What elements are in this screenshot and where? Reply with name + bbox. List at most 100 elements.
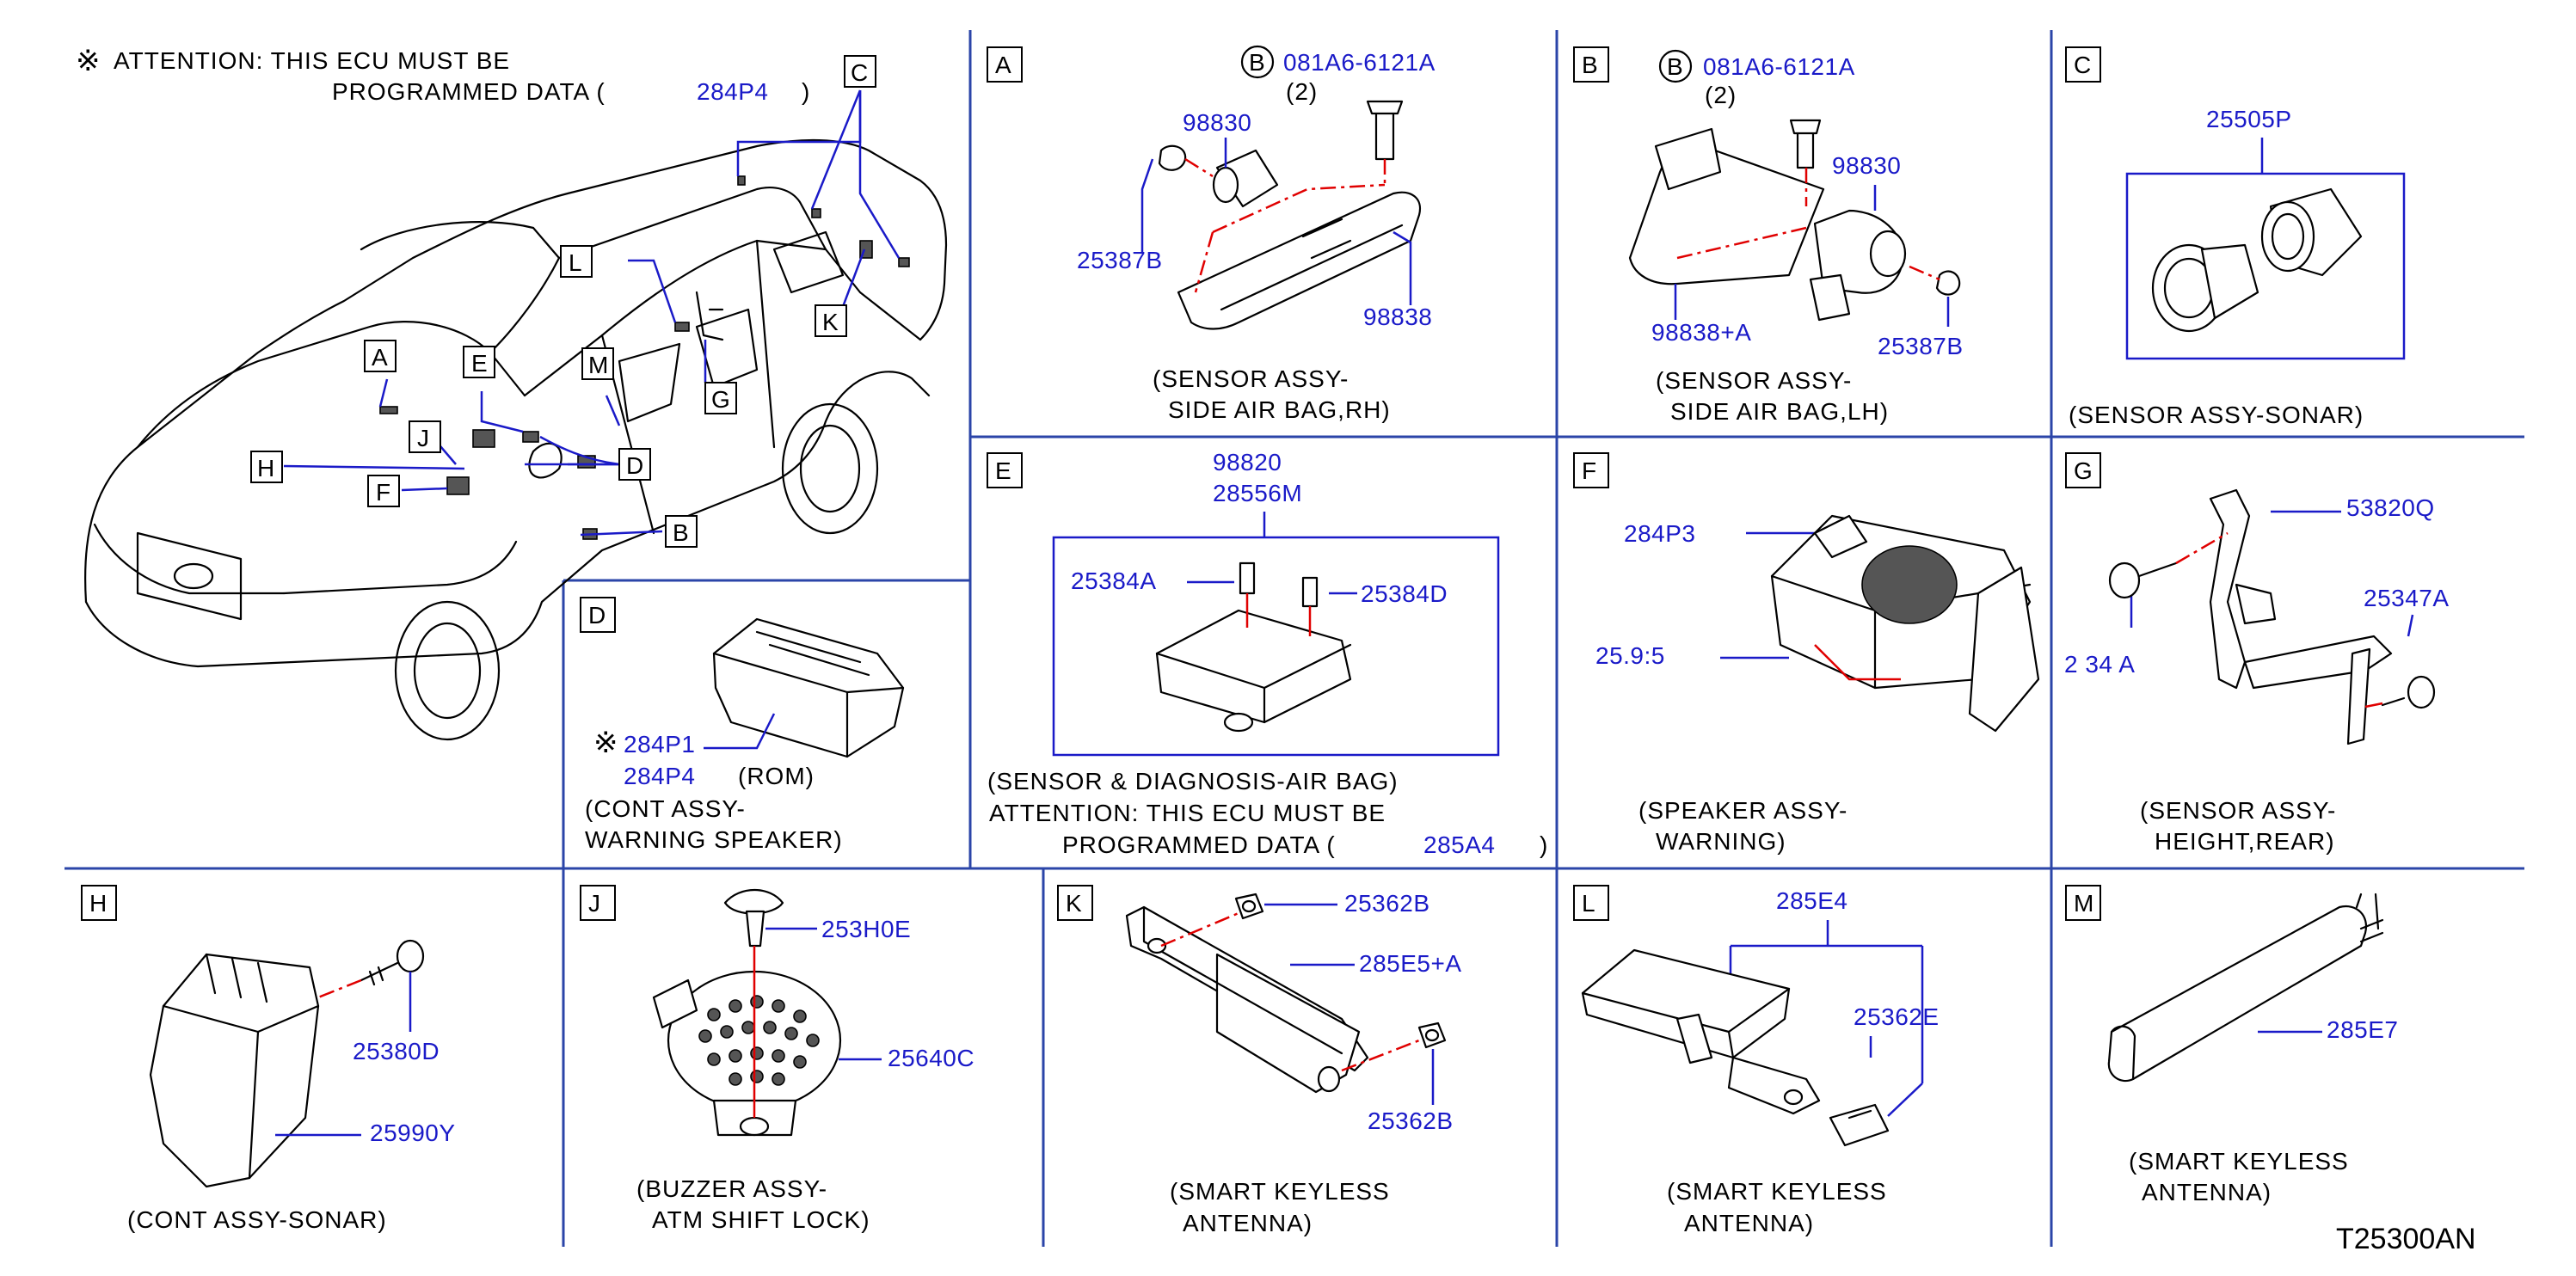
panel-b-caption-1: (SENSOR ASSY- (1656, 367, 1852, 394)
panel-l-letter: L (1582, 890, 1595, 917)
panel-h-p1: 25380D (353, 1038, 440, 1064)
panel-a: A B 081A6-6121A (2) 98830 25387B 98838 (… (987, 45, 1436, 423)
panel-e-p2: 28556M (1213, 480, 1302, 506)
callout-e: E (471, 350, 488, 377)
panel-e-p3: 25384A (1071, 567, 1157, 594)
panel-f-letter: F (1582, 457, 1596, 484)
panel-f-caption-2: WARNING) (1656, 828, 1786, 855)
panel-g: G 53820Q 25347A 2 34 A (SENSOR ASSY- HEI… (2064, 452, 2450, 855)
panel-d-caption-1: (CONT ASSY- (585, 795, 746, 822)
panel-j-caption-1: (BUZZER ASSY- (636, 1175, 827, 1202)
panel-h-caption: (CONT ASSY-SONAR) (127, 1206, 387, 1233)
callout-h: H (257, 455, 274, 482)
panel-b-bolt: 081A6-6121A (1703, 53, 1855, 80)
callout-m: M (588, 352, 608, 378)
panel-d: D ※ 284P1 284P4 (ROM) (CONT ASSY- WARNIN… (580, 597, 905, 853)
panel-h-p2: 25990Y (370, 1120, 456, 1146)
vehicle-illustration: A B C D E F G H J K L M (84, 55, 948, 741)
panel-j-caption-2: ATM SHIFT LOCK) (652, 1206, 870, 1233)
panel-l-caption-2: ANTENNA) (1684, 1210, 1814, 1236)
panel-b: B B 081A6-6121A (2) 98830 98838+A 25387B… (1573, 46, 1964, 425)
panel-d-caption-2: WARNING SPEAKER) (585, 826, 843, 853)
drawing-code: T25300AN (2336, 1223, 2476, 1255)
buzzer-holes (698, 995, 820, 1086)
attention-line-2: PROGRAMMED DATA ( (332, 78, 606, 105)
panel-a-letter: A (995, 52, 1011, 78)
panel-f-p2: 25.9:5 (1595, 642, 1665, 669)
panel-k-p3: 25362B (1368, 1107, 1454, 1134)
panel-e-caption-1: (SENSOR & DIAGNOSIS-AIR BAG) (987, 768, 1399, 794)
panel-a-p3: 98838 (1363, 304, 1432, 330)
panel-k: K 25362B 285E5+A 25362B (SMART KEYLESS A… (1057, 885, 1462, 1236)
attention-line-1: ATTENTION: THIS ECU MUST BE (114, 47, 510, 74)
panel-j-p1: 253H0E (821, 916, 911, 942)
panel-a-circle-b: B (1249, 49, 1265, 76)
panel-g-letter: G (2074, 457, 2093, 484)
callout-c: C (851, 59, 868, 86)
panel-k-p2: 285E5+A (1359, 950, 1462, 977)
panel-e: E 98820 28556M 25384A 25384D (SENSOR & D… (987, 449, 1548, 858)
panel-e-caption-part: 285A4 (1423, 831, 1495, 858)
panel-d-p2: 284P4 (624, 763, 695, 789)
panel-b-qty: (2) (1705, 82, 1737, 108)
panel-h-letter: H (89, 890, 107, 917)
panel-l: L 285E4 25362E (SMART KEYLESS ANTENNA) (1573, 885, 1940, 1236)
panel-g-caption-1: (SENSOR ASSY- (2140, 797, 2336, 824)
panel-k-p1: 25362B (1344, 890, 1430, 917)
panel-a-qty: (2) (1286, 78, 1318, 105)
panel-m-p1: 285E7 (2327, 1016, 2398, 1043)
panel-c-caption: (SENSOR ASSY-SONAR) (2069, 402, 2364, 428)
panel-d-letter: D (588, 602, 606, 629)
panel-f-caption-1: (SPEAKER ASSY- (1638, 797, 1847, 824)
panel-e-letter: E (995, 457, 1011, 484)
panel-c-p1: 25505P (2206, 106, 2292, 132)
panel-g-caption-2: HEIGHT,REAR) (2155, 828, 2335, 855)
panel-b-circle-b: B (1667, 53, 1683, 80)
callout-f: F (376, 479, 390, 506)
panel-grid (65, 30, 2524, 1247)
panel-d-rom: (ROM) (738, 763, 815, 789)
panel-a-bolt: 081A6-6121A (1283, 49, 1436, 76)
panel-g-p1: 53820Q (2346, 494, 2435, 521)
panel-l-p2: 25362E (1854, 1003, 1940, 1030)
panel-e-caption-2: ATTENTION: THIS ECU MUST BE (989, 800, 1386, 826)
panel-b-p2: 98838+A (1651, 319, 1751, 346)
panel-j-letter: J (588, 890, 600, 917)
panel-c: C 25505P (SENSOR ASSY-SONAR) (2065, 46, 2406, 428)
attention-note: ※ ATTENTION: THIS ECU MUST BE PROGRAMMED… (76, 45, 810, 105)
panel-a-caption-1: (SENSOR ASSY- (1153, 365, 1349, 392)
panel-e-p4: 25384D (1361, 580, 1448, 607)
panel-b-letter: B (1582, 52, 1598, 78)
panel-g-p3: 2 34 A (2064, 651, 2135, 678)
panel-j: J 253H0E 25640C (BUZZER ASSY- ATM SHIFT … (580, 885, 974, 1233)
callout-a: A (372, 344, 388, 371)
panel-b-p3: 25387B (1878, 333, 1964, 359)
panel-c-letter: C (2074, 52, 2091, 78)
callout-d: D (626, 452, 643, 479)
panel-m-caption-2: ANTENNA) (2142, 1179, 2272, 1205)
panel-d-note-symbol: ※ (593, 727, 618, 759)
note-symbol: ※ (76, 45, 101, 77)
panel-g-p2: 25347A (2364, 585, 2450, 611)
panel-m: M 285E7 (SMART KEYLESS ANTENNA) (2065, 885, 2398, 1205)
panel-j-p2: 25640C (888, 1045, 974, 1071)
panel-a-p2: 25387B (1077, 247, 1163, 273)
panel-k-caption-1: (SMART KEYLESS (1170, 1178, 1390, 1205)
panel-b-caption-2: SIDE AIR BAG,LH) (1670, 398, 1889, 425)
panel-l-caption-1: (SMART KEYLESS (1667, 1178, 1887, 1205)
panel-m-letter: M (2074, 890, 2093, 917)
callout-g: G (711, 386, 730, 413)
attention-part: 284P4 (697, 78, 768, 105)
panel-d-p1: 284P1 (624, 731, 695, 758)
panel-k-letter: K (1066, 890, 1082, 917)
callout-l: L (569, 249, 582, 276)
panel-k-caption-2: ANTENNA) (1183, 1210, 1313, 1236)
panel-f: F 284P3 25.9:5 (SPEAKER ASSY- WARNING) (1573, 452, 2040, 855)
attention-close: ) (802, 78, 810, 105)
panel-f-p1: 284P3 (1624, 520, 1695, 547)
callout-k: K (822, 309, 839, 335)
panel-l-p1: 285E4 (1776, 887, 1847, 914)
panel-e-caption-close: ) (1540, 831, 1548, 858)
